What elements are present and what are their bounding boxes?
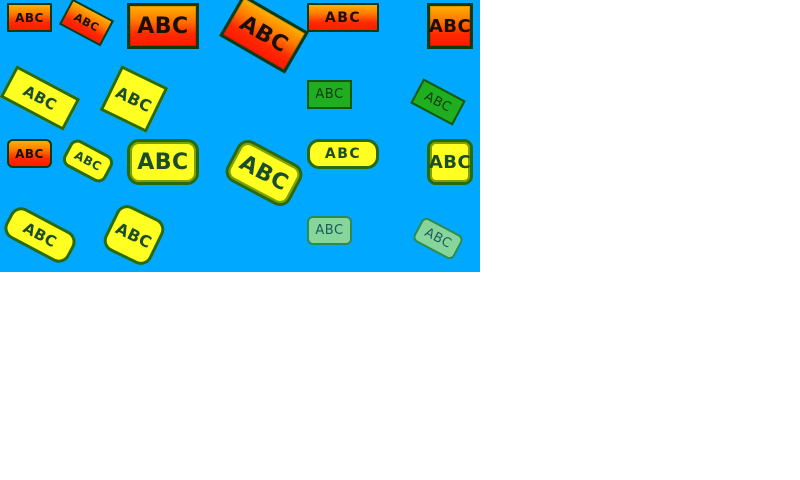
badge-yellow-rounded-wide: ABC — [307, 139, 379, 169]
badge-gradient-wide: ABC — [307, 3, 379, 32]
badge-yellow-rounded-small-rotated: ABC — [59, 136, 117, 186]
badge-gradient-large: ABC — [127, 3, 199, 49]
badge-yellow-rounded-tall: ABC — [427, 139, 473, 185]
badge-yellow-rounded-rotated-wide: ABC — [0, 203, 80, 267]
badge-yellow-rounded-rotated-square: ABC — [99, 201, 169, 269]
badge-gradient-large-rotated: ABC — [219, 0, 309, 74]
badge-yellow-rotated-wide: ABC — [0, 65, 81, 131]
badge-yellow-rotated-square: ABC — [99, 65, 169, 133]
badge-gradient-small: ABC — [7, 3, 52, 32]
badge-yellow-rounded-large: ABC — [127, 139, 199, 185]
badge-gradient-tall: ABC — [427, 3, 473, 49]
badge-green-flat: ABC — [307, 80, 352, 109]
badge-green-rotated: ABC — [410, 78, 466, 126]
badge-gradient-rounded-small: ABC — [7, 139, 52, 168]
badge-gradient-small-rotated: ABC — [58, 0, 115, 47]
badge-mint-rotated: ABC — [411, 215, 465, 262]
badge-yellow-rounded-large-rotated: ABC — [221, 135, 307, 211]
badge-mint-flat: ABC — [307, 216, 352, 245]
badge-canvas: ABC ABC ABC ABC ABC ABC ABC ABC ABC ABC … — [0, 0, 480, 272]
